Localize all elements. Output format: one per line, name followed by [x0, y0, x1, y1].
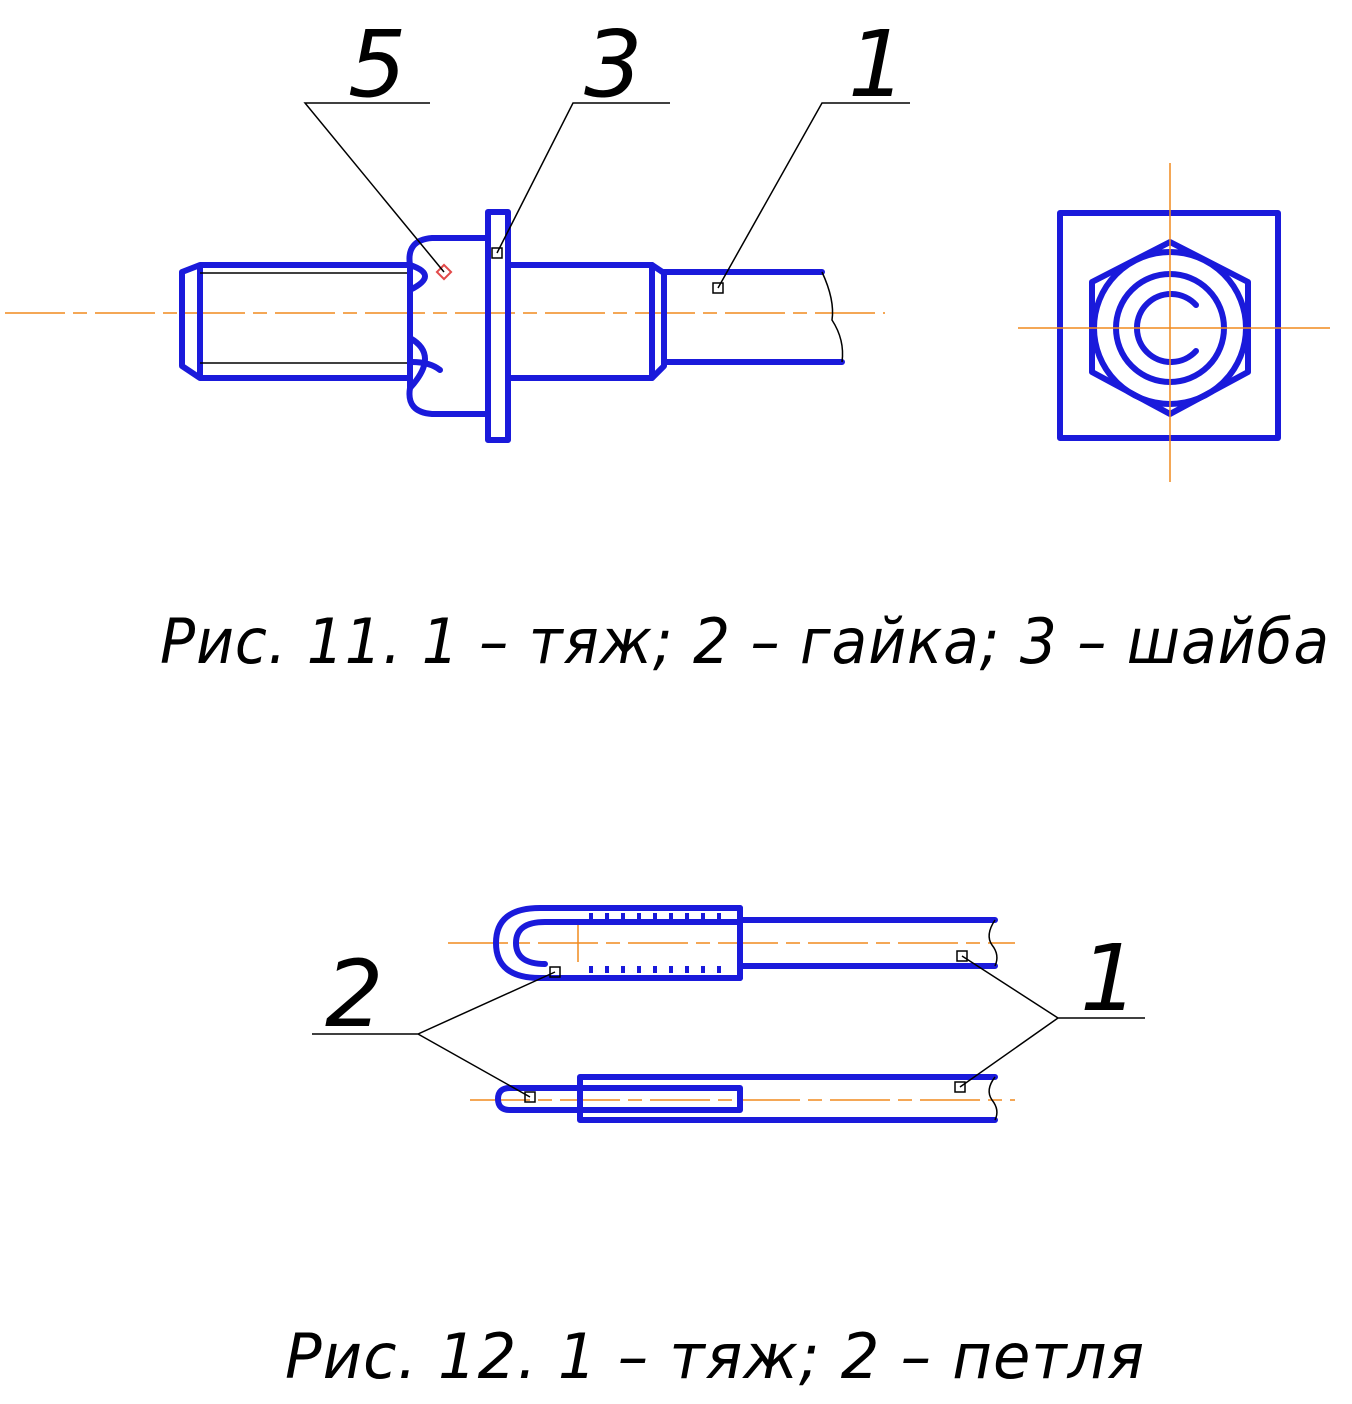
figure-11-caption: Рис. 11. 1 – тяж; 2 – гайка; 3 – шайба: [160, 605, 1330, 678]
marker-pos3: [491, 247, 503, 259]
leader-pos1: [717, 102, 910, 289]
label-pos2: 2: [325, 941, 384, 1048]
label-pos1-fig12: 1: [1080, 925, 1139, 1032]
figure-11-side-view: 5 3 1: [5, 11, 910, 443]
hex-nut: [406, 235, 491, 417]
marker-pos1: [712, 282, 724, 294]
label-pos5: 5: [348, 11, 407, 118]
threaded-end: [179, 262, 413, 381]
washer: [485, 209, 511, 443]
leader-pos2: [312, 971, 556, 1098]
leader-pos5: [303, 102, 445, 273]
thread-dots-top: [589, 913, 721, 973]
figure-12-caption: Рис. 12. 1 – тяж; 2 – петля: [285, 1320, 1145, 1393]
figure-12-loop-top: [448, 905, 1015, 981]
leader-pos3: [496, 102, 670, 254]
rod-body: [505, 262, 845, 381]
leader-pos1-fig12: [959, 955, 1145, 1088]
figure-12-loop-bottom: [470, 1074, 1015, 1123]
washer-end-view: [1057, 210, 1281, 441]
figure-11-end-view: [1018, 163, 1330, 482]
label-pos1: 1: [848, 11, 907, 118]
label-pos3: 3: [584, 11, 643, 118]
